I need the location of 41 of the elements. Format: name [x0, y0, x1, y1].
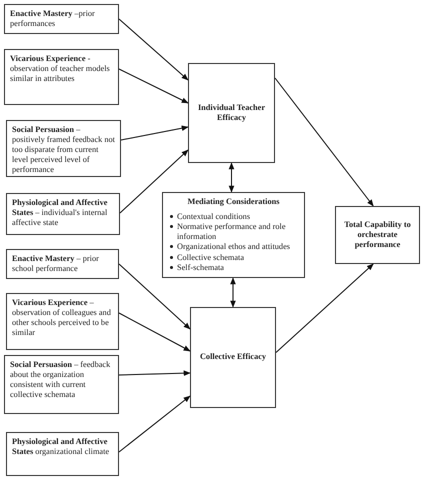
box-text: Vicarious Experience – observation of colleagues and other schools perceived to be similar: [12, 298, 112, 338]
bullet-item: Organizational ethos and attitudes: [168, 242, 299, 253]
arrow: [120, 125, 189, 140]
box-text: Physiological and Affective States organizational climate: [12, 437, 110, 458]
box-text: Enactive Mastery – prior school performance: [12, 254, 100, 274]
box-text: Social Persuasion – positively framed feedback not too disparate from current level perceived level of performance: [12, 125, 115, 176]
source-box: [4, 49, 119, 105]
arrow: [118, 68, 189, 104]
arrow: [228, 162, 234, 193]
arrow: [118, 18, 189, 80]
bullet-item: Self-schemata: [168, 262, 299, 273]
box-heading: Total Capability to orchestrate performance: [343, 220, 412, 250]
arrow: [118, 264, 191, 330]
source-box: [4, 4, 119, 34]
outcome-box: [335, 206, 420, 264]
arrow: [118, 370, 191, 376]
box-heading: Collective Efficacy: [200, 352, 266, 363]
arrow: [274, 78, 374, 207]
source-box: [6, 432, 119, 476]
source-box: [6, 293, 119, 350]
bullet-item: Collective schemata: [168, 252, 299, 263]
arrow: [118, 396, 191, 452]
box-text: Enactive Mastery –prior performances: [10, 9, 96, 30]
bullet-item: Normative performance and role information: [168, 222, 299, 242]
outcome-box: [190, 307, 276, 408]
box-heading: Mediating Considerations: [186, 197, 280, 208]
outcome-box: [188, 63, 275, 163]
arrow: [276, 264, 374, 353]
source-box: [6, 249, 119, 279]
box-text: Physiological and Affective States – individual's internal affective state: [12, 198, 108, 228]
source-box: [6, 193, 120, 235]
arrow: [120, 150, 189, 214]
box-heading: Individual Teacher Efficacy: [196, 102, 266, 124]
source-box: [6, 120, 121, 177]
arrow: [118, 312, 191, 352]
source-box: [4, 355, 119, 414]
box-text: Social Persuasion – feedback about the organization consistent with current collective schemata: [10, 360, 112, 400]
box-text: Vicarious Experience - observation of teacher models similar in attributes: [10, 54, 111, 84]
arrow: [230, 277, 236, 308]
mediating-box: [162, 192, 305, 278]
bullet-item: Contextual conditions: [168, 212, 299, 222]
